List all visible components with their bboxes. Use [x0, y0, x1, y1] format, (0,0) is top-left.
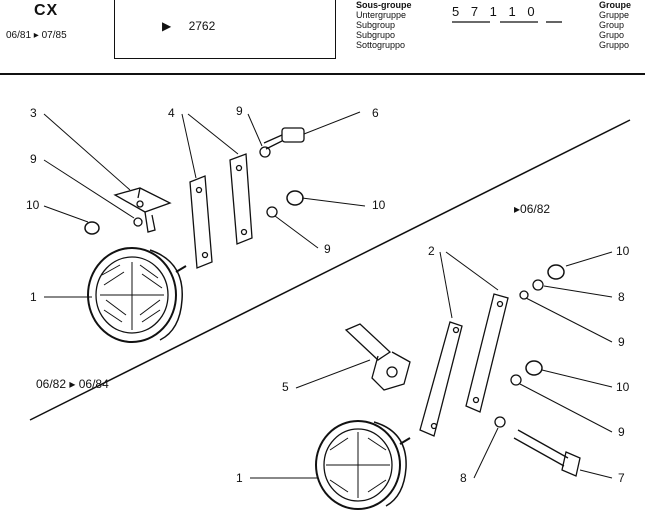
- subgroup-label-en: Subgroup: [356, 20, 396, 30]
- variant-label-lower: ▸06/82: [514, 202, 551, 216]
- strap-icon: [419, 293, 509, 437]
- horn-icon: [87, 247, 187, 343]
- horn-icon: [315, 420, 411, 510]
- callout-5: 5: [282, 380, 289, 394]
- group-labels: Groupe Gruppe Group Grupo Gruppo: [599, 0, 631, 50]
- callout-1: 1: [30, 290, 37, 304]
- header-rule: [0, 73, 645, 75]
- bolt-icon: [513, 429, 581, 477]
- strap-icon: [189, 153, 253, 269]
- washer-icon: [532, 279, 544, 291]
- group-label-fr: Groupe: [599, 0, 632, 10]
- callout-10: 10: [372, 198, 386, 212]
- group-label-it: Gruppo: [599, 40, 630, 50]
- variant-label-upper: 06/82 ▸ 06/84: [36, 377, 109, 391]
- callout-10: 10: [26, 198, 40, 212]
- washer-icon: [510, 374, 522, 386]
- nut-icon: [286, 190, 304, 206]
- reference-marker-icon: ▶: [162, 19, 172, 33]
- callout-9: 9: [30, 152, 37, 166]
- group-label-en: Group: [599, 20, 625, 30]
- callout-9: 9: [324, 242, 331, 256]
- washer-icon: [519, 290, 529, 300]
- nut-icon: [547, 264, 565, 280]
- callout-1: 1: [236, 471, 243, 485]
- callout-3: 3: [30, 106, 37, 120]
- subgroup-label-es: Subgrupo: [356, 30, 396, 40]
- reference-number: ▶ 2762: [162, 19, 215, 33]
- date-range: 06/81 ▸ 07/85: [6, 30, 67, 41]
- washer-icon: [494, 416, 506, 428]
- washer-icon: [133, 217, 143, 227]
- bolt-icon: [263, 127, 305, 150]
- reference-box: [114, 0, 336, 59]
- subgroup-label-de: Untergruppe: [356, 10, 407, 20]
- callout-2: 2: [428, 244, 435, 258]
- callout-9: 9: [618, 335, 625, 349]
- subgroup-label-fr: Sous-groupe: [356, 0, 412, 10]
- callout-9: 9: [618, 425, 625, 439]
- callout-10: 10: [616, 380, 630, 394]
- variant-divider-line: [29, 119, 631, 421]
- callout-10: 10: [616, 244, 630, 258]
- callout-8: 8: [618, 290, 625, 304]
- nut-icon: [84, 221, 100, 235]
- callout-6: 6: [372, 106, 379, 120]
- callout-7: 7: [618, 471, 625, 485]
- part-number: 5 7 1 1 0: [452, 4, 539, 19]
- nut-icon: [525, 360, 543, 376]
- group-label-de: Gruppe: [599, 10, 630, 20]
- callout-4: 4: [168, 106, 175, 120]
- mounting-bracket-icon: [113, 187, 172, 233]
- reference-value: 2762: [188, 19, 216, 33]
- callout-8: 8: [460, 471, 467, 485]
- subgroup-label-it: Sottogruppo: [356, 40, 406, 50]
- model-code: CX: [34, 2, 59, 19]
- washer-icon: [259, 146, 271, 158]
- washer-icon: [266, 206, 278, 218]
- subgroup-labels: Sous-groupe Untergruppe Subgroup Subgrup…: [356, 0, 412, 50]
- callout-9: 9: [236, 104, 243, 118]
- group-label-es: Grupo: [599, 30, 625, 40]
- mounting-bracket-icon: [344, 323, 411, 391]
